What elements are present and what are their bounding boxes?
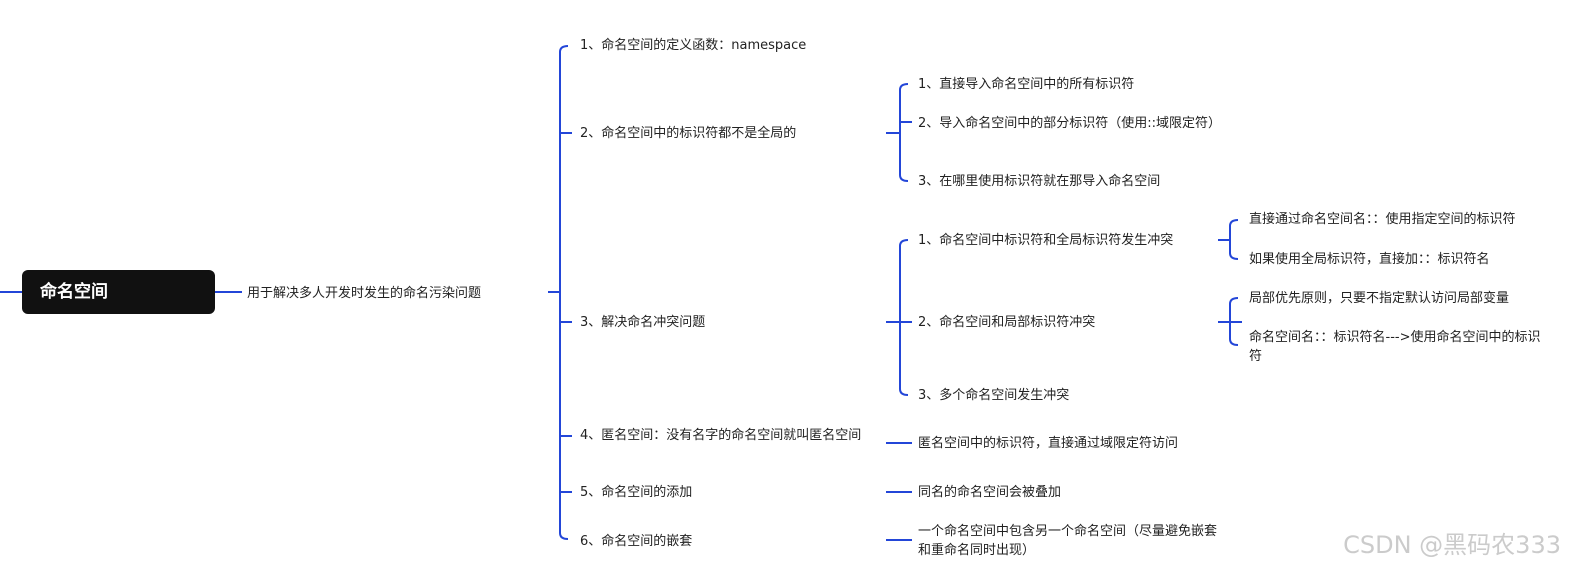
branch-2-child-2-node[interactable]: 2、导入命名空间中的部分标识符（使用::域限定符） [918,116,1222,131]
branch-2-child-1-node[interactable]: 1、直接导入命名空间中的所有标识符 [918,77,1135,92]
connector-line-4 [559,45,569,540]
branch-3-child-2-node[interactable]: 2、命名空间和局部标识符冲突 [918,315,1096,330]
conflict-2-child-2-node[interactable]: 命名空间名：：标识符名--->使用命名空间中的标识符 [1249,330,1541,364]
branch-1-node[interactable]: 1、命名空间的定义函数：namespace [580,38,807,53]
branch-6-node[interactable]: 6、命名空间的嵌套 [580,534,693,549]
conflict-1-child-2-node[interactable]: 如果使用全局标识符，直接加：：标识符名 [1249,252,1490,267]
branch-3-child-3-node[interactable]: 3、多个命名空间发生冲突 [918,388,1070,403]
branch-5-child-1-node[interactable]: 同名的命名空间会被叠加 [918,485,1062,500]
branch-4-node[interactable]: 4、匿名空间：没有名字的命名空间就叫匿名空间 [580,428,862,443]
branch-2-node[interactable]: 2、命名空间中的标识符都不是全局的 [580,126,797,141]
branch-3-child-1-node[interactable]: 1、命名空间中标识符和全局标识符发生冲突 [918,233,1174,248]
connector-line-13 [899,239,909,396]
root-node[interactable]: 命名空间 [22,270,215,314]
branch-3-node[interactable]: 3、解决命名冲突问题 [580,315,706,330]
branch-4-child-1-node[interactable]: 匿名空间中的标识符，直接通过域限定符访问 [918,436,1179,451]
conflict-1-child-1-node[interactable]: 直接通过命名空间名：：使用指定空间的标识符 [1249,212,1516,227]
conflict-2-child-1-node[interactable]: 局部优先原则，只要不指定默认访问局部变量 [1249,291,1510,306]
branch-5-node[interactable]: 5、命名空间的添加 [580,485,693,500]
branch-2-child-3-node[interactable]: 3、在哪里使用标识符就在那导入命名空间 [918,174,1161,189]
summary-node[interactable]: 用于解决多人开发时发生的命名污染问题 [247,286,482,301]
branch-6-child-1-node[interactable]: 一个命名空间中包含另一个命名空间（尽量避免嵌套和重命名同时出现） [918,524,1218,558]
connector-line-16 [1229,219,1239,260]
connector-line-10 [899,83,909,182]
watermark: CSDN @黑码农333 [1343,531,1561,559]
